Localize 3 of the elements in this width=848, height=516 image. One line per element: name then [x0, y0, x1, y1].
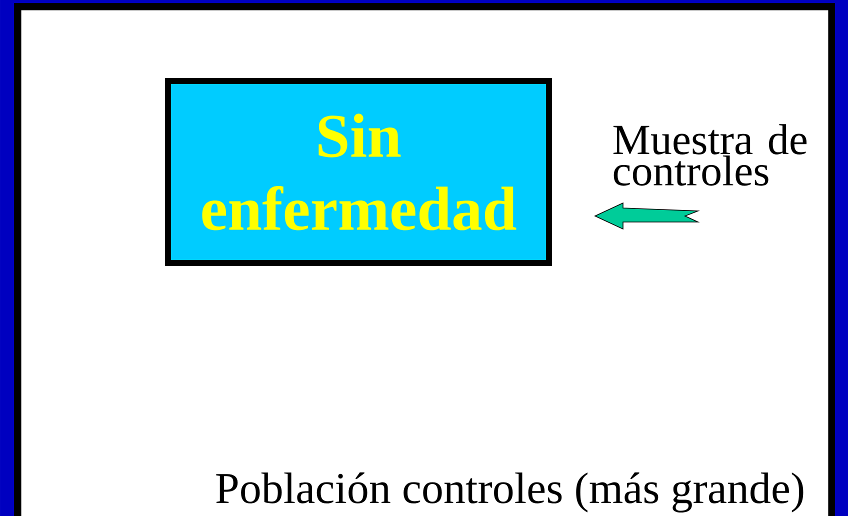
- caption-text: Población controles (más grande): [216, 472, 804, 512]
- process-box: Sin enfermedad: [165, 78, 552, 266]
- note-text: Muestra de controles: [613, 124, 807, 186]
